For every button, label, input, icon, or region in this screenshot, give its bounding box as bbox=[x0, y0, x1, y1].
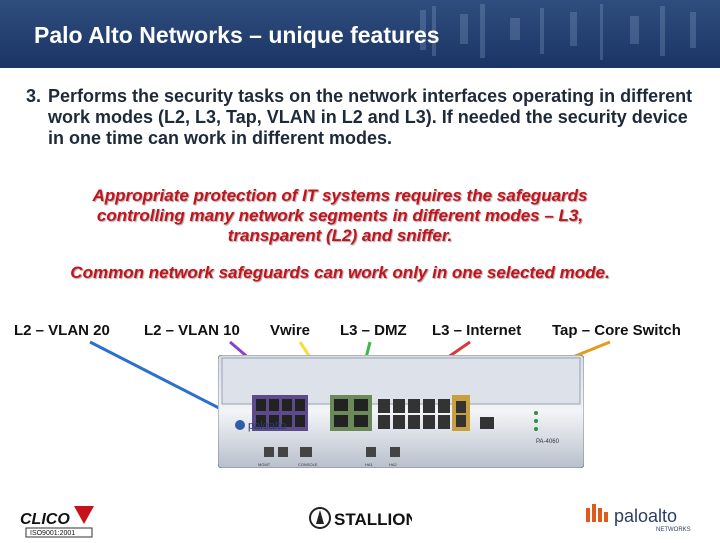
label-l3-internet: L3 – Internet bbox=[432, 322, 522, 339]
slide-header: Palo Alto Networks – unique features bbox=[0, 0, 720, 68]
port-label-ha2: HA2 bbox=[389, 462, 398, 467]
label-l2-vlan10: L2 – VLAN 10 bbox=[144, 322, 240, 339]
iso-badge: ISO9001:2001 bbox=[30, 530, 75, 537]
note-common-safeguards: Common network safeguards can work only … bbox=[70, 263, 610, 282]
stallion-logo: STALLION bbox=[308, 500, 418, 534]
networks-subtext: NETWORKS bbox=[656, 527, 691, 533]
point-text: Performs the security tasks on the netwo… bbox=[48, 86, 693, 148]
page-title: Palo Alto Networks – unique features bbox=[34, 22, 440, 48]
port-label-mgmt: MGMT bbox=[258, 462, 271, 467]
device-brand: paloalto bbox=[248, 420, 287, 432]
label-l3-dmz: L3 – DMZ bbox=[340, 322, 407, 339]
firewall-device-image: paloalto PA-4060 MGMT CONSOLE HA1 HA2 bbox=[218, 355, 584, 468]
point-number: 3. bbox=[26, 86, 42, 106]
clico-logo: CLICO ISO9001:2001 bbox=[16, 500, 100, 538]
feature-point: 3. Performs the security tasks on the ne… bbox=[26, 86, 696, 149]
port-label-console: CONSOLE bbox=[298, 462, 318, 467]
note-protection: Appropriate protection of IT systems req… bbox=[92, 186, 588, 245]
paloalto-logo-text: paloalto bbox=[614, 506, 677, 526]
port-label-ha1: HA1 bbox=[365, 462, 374, 467]
stallion-logo-text: STALLION bbox=[334, 510, 412, 529]
paloalto-networks-logo: paloalto NETWORKS bbox=[582, 500, 714, 534]
header-pattern bbox=[420, 4, 696, 60]
device-model: PA-4060 bbox=[536, 439, 560, 445]
label-vwire: Vwire bbox=[270, 322, 311, 339]
label-tap-core-switch: Tap – Core Switch bbox=[552, 322, 681, 339]
clico-logo-text: CLICO bbox=[20, 511, 70, 528]
label-l2-vlan20: L2 – VLAN 20 bbox=[14, 322, 110, 339]
